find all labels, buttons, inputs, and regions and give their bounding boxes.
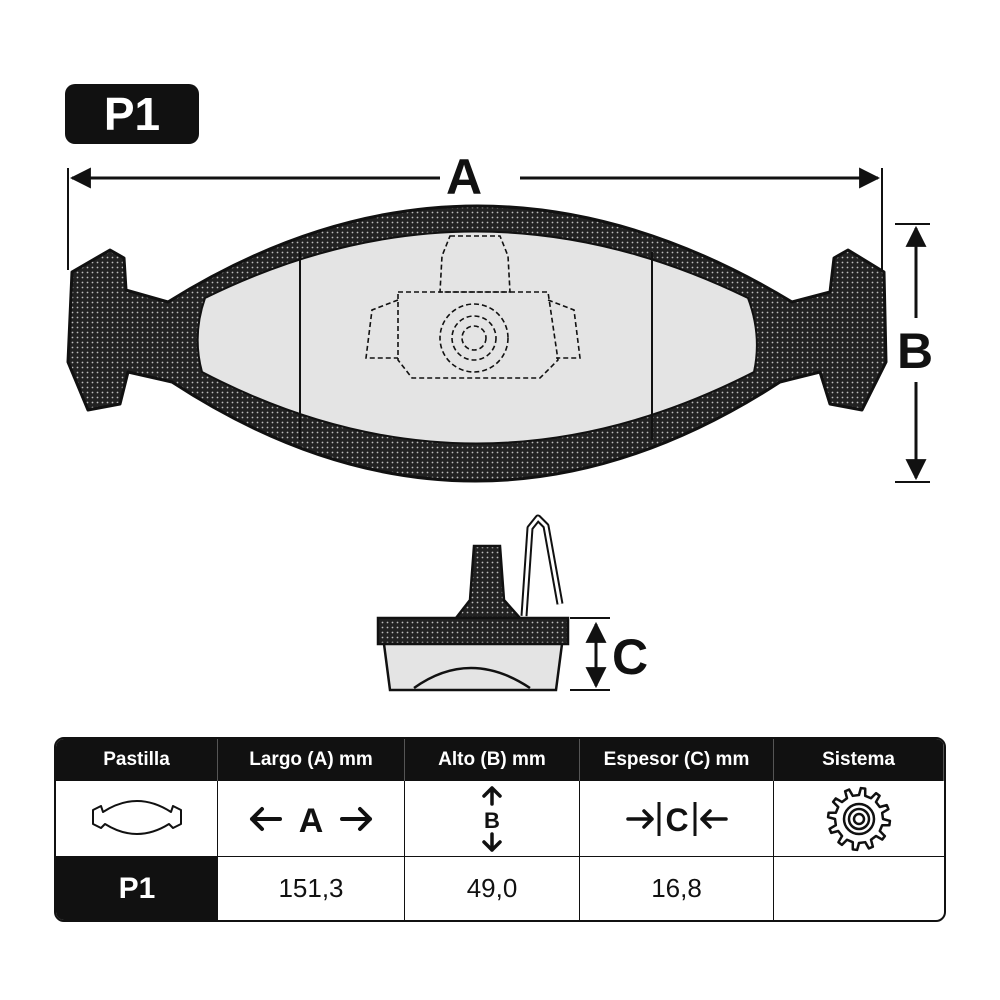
value-sistema (774, 857, 944, 920)
dimension-a-label: A (446, 149, 483, 205)
dimension-c-label: C (612, 629, 649, 685)
height-arrows-icon: B (482, 785, 502, 852)
header-alto: Alto (B) mm (405, 739, 580, 781)
dimension-b-label: B (897, 323, 934, 379)
pad-outline-icon (91, 799, 182, 835)
sistema-icon-cell (774, 781, 944, 857)
icon-letter-c: C (665, 802, 688, 838)
value-alto: 49,0 (405, 857, 580, 920)
dimension-b-line (895, 223, 930, 483)
value-largo: 151,3 (218, 857, 405, 920)
value-espesor: 16,8 (580, 857, 774, 920)
gear-teeth (826, 786, 892, 851)
brake-pad-diagram (66, 167, 930, 692)
spec-table: Pastilla Largo (A) mm Alto (B) mm Espeso… (54, 737, 946, 922)
header-espesor: Espesor (C) mm (580, 739, 774, 781)
dimension-c-line (570, 617, 610, 691)
pad-outline-cell (56, 781, 218, 857)
icon-letter-b: B (484, 808, 500, 833)
header-largo: Largo (A) mm (218, 739, 405, 781)
largo-icon-cell: A (218, 781, 405, 857)
alto-icon-cell: B (405, 781, 580, 857)
dimension-a-line (67, 167, 883, 270)
espesor-icon-cell: C (580, 781, 774, 857)
gear-icon (826, 786, 892, 851)
width-arrows-icon: A (250, 802, 372, 840)
brake-pad-front-view (66, 204, 888, 483)
brake-pad-side-view (376, 514, 570, 692)
header-pastilla: Pastilla (56, 739, 218, 781)
thickness-arrows-icon: C (625, 801, 728, 838)
header-sistema: Sistema (774, 739, 944, 781)
row-label: P1 (56, 857, 218, 920)
part-badge: P1 (65, 84, 199, 144)
icon-letter-a: A (299, 802, 324, 840)
